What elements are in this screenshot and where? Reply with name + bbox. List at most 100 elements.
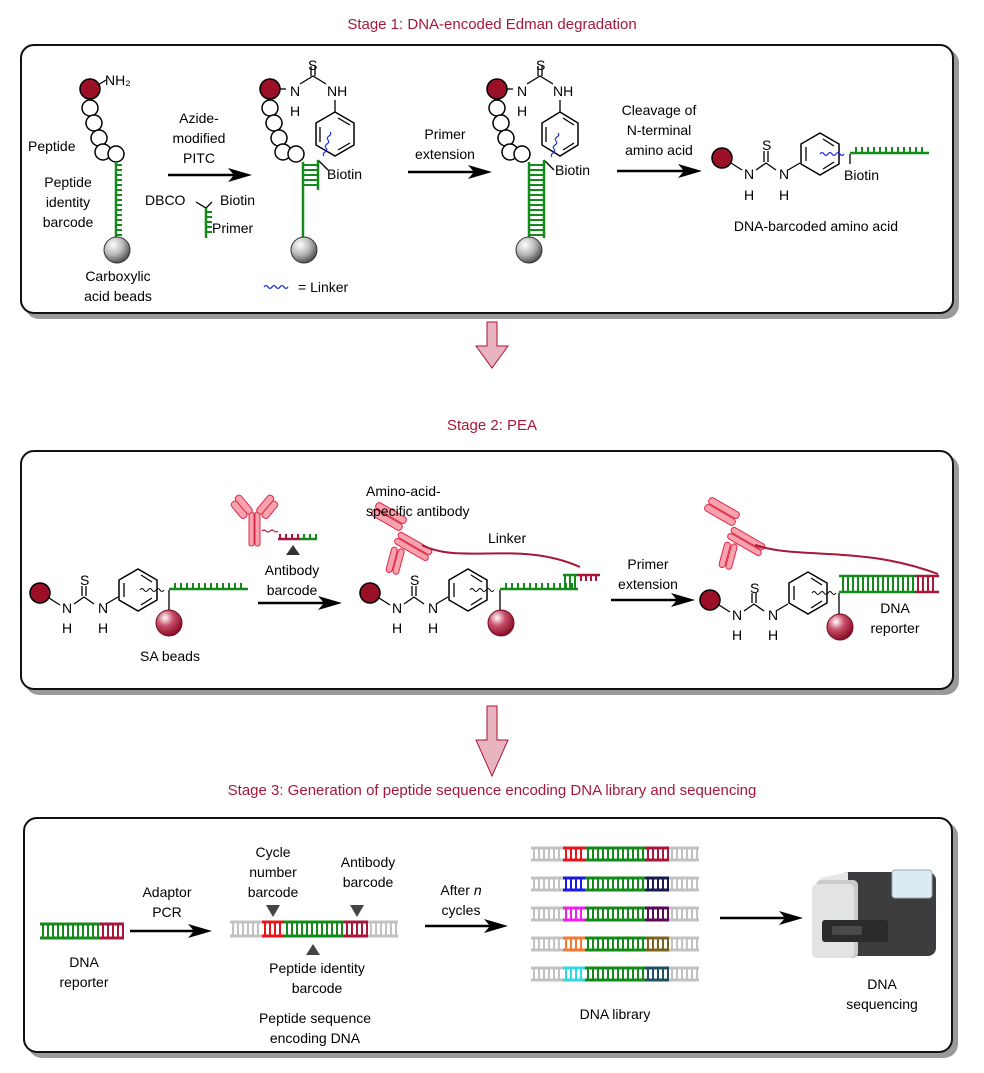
atom-n: N — [768, 607, 779, 623]
library-strand — [531, 876, 699, 892]
atom-n: N — [779, 166, 790, 182]
atom-h: H — [744, 187, 755, 203]
linker-label: Linker — [488, 530, 527, 546]
primer-extension-label-1: Primer extension — [415, 126, 475, 162]
atom-h: H — [392, 620, 403, 636]
atom-h: H — [732, 627, 743, 643]
cycle-number-barcode-label: Cycle number barcode — [247, 844, 299, 900]
peptide-label: Peptide — [28, 138, 76, 154]
atom-s: S — [536, 57, 546, 73]
peptide-identity-marker — [306, 944, 320, 955]
atom-n: N — [517, 83, 528, 99]
dbco-primer — [195, 201, 213, 238]
atom-s: S — [308, 57, 318, 73]
antibody-bound-conjugate — [359, 502, 600, 637]
dna-library — [531, 846, 699, 982]
linker-legend-icon — [263, 284, 289, 290]
library-strand — [531, 966, 699, 982]
after-n-cycles-arrow — [425, 919, 508, 933]
antibody-with-barcode — [230, 494, 317, 555]
atom-h: H — [428, 620, 439, 636]
stage3-box — [23, 817, 953, 1053]
sa-bead — [155, 609, 183, 637]
atom-h: H — [768, 627, 779, 643]
linker-legend-label: = Linker — [298, 279, 349, 295]
antibody-barcode-marker — [286, 545, 300, 555]
reaction-arrow-stage2-1 — [258, 596, 342, 610]
dna-library-label: DNA library — [579, 1006, 651, 1022]
biotin-label-int2: Biotin — [555, 162, 591, 178]
adaptor-pcr-arrow — [130, 924, 212, 938]
atom-n: N — [98, 600, 109, 616]
atom-h: H — [290, 103, 301, 119]
after-n-cycles-label: After n cycles — [440, 882, 482, 918]
dna-reporter-label-stage3: DNA reporter — [59, 954, 109, 990]
atom-n: N — [392, 600, 403, 616]
cleavage-label: Cleavage of N-terminal amino acid — [621, 102, 697, 158]
atom-n: N — [62, 600, 73, 616]
stage2-box — [20, 450, 954, 690]
peptide-identity-barcode-label: Peptide identity barcode — [42, 174, 94, 230]
biotin-label-product: Biotin — [844, 167, 880, 183]
reaction-arrow-1 — [168, 168, 252, 182]
atom-nh: NH — [327, 83, 348, 99]
antibody-barcode-marker — [350, 905, 364, 917]
antibody-barcode-label-stage3: Antibody barcode — [340, 854, 396, 890]
dna-reporter-duplex — [40, 922, 124, 940]
atom-n: N — [290, 83, 301, 99]
linker-wavy — [322, 131, 332, 157]
intermediate-2 — [486, 66, 579, 238]
atom-h: H — [98, 620, 109, 636]
peptide-identity-barcode-label-stage3: Peptide identity barcode — [269, 960, 365, 996]
library-strand — [531, 906, 699, 922]
dna-reporter-label-stage2: DNA reporter — [870, 600, 920, 636]
sa-bead-conjugate-1 — [29, 568, 248, 637]
peptide-chain-1 — [79, 78, 125, 163]
step1-reagent-label: Azide- modified PITC — [172, 110, 226, 166]
peptide-sequence-encoding-dna-label: Peptide sequence encoding DNA — [258, 1010, 372, 1046]
carboxylic-bead-1 — [103, 236, 131, 264]
sequencing-arrow — [720, 911, 803, 925]
adaptor-pcr-label: Adaptor PCR — [142, 884, 192, 920]
dbco-label: DBCO — [145, 192, 186, 208]
biotin-label-reagent: Biotin — [220, 192, 256, 208]
primer-label: Primer — [212, 220, 254, 236]
carboxylic-acid-beads-label: Carboxylic acid beads — [84, 268, 152, 304]
library-strand — [531, 936, 699, 952]
atom-n: N — [428, 600, 439, 616]
atom-s: S — [410, 572, 420, 588]
library-strand — [531, 846, 699, 862]
atom-n: N — [744, 166, 755, 182]
peptide-sequence-encoding-dna — [230, 920, 398, 938]
intermediate-1 — [259, 66, 355, 238]
dna-reporter-conjugate — [699, 497, 939, 641]
primer-extension-label-2: Primer extension — [618, 556, 678, 592]
linker-curve — [421, 544, 581, 568]
reaction-arrow-2 — [408, 165, 492, 179]
atom-s: S — [80, 572, 90, 588]
atom-h: H — [517, 103, 528, 119]
atom-s: S — [750, 580, 760, 596]
reaction-arrow-3 — [617, 164, 702, 178]
cycle-barcode-marker — [266, 905, 280, 917]
dna-sequencer-icon — [812, 869, 936, 958]
atom-h: H — [779, 187, 790, 203]
amino-acid-specific-antibody-label: Amino-acid- specific antibody — [366, 483, 470, 519]
peptide-identity-barcode-strand-1 — [114, 162, 122, 238]
nh2-label: NH₂ — [105, 72, 131, 88]
dna-sequencing-label: DNA sequencing — [846, 976, 918, 1012]
dna-barcoded-amino-acid — [711, 132, 929, 176]
biotin-label-int1: Biotin — [327, 166, 363, 182]
atom-n: N — [732, 607, 743, 623]
atom-h: H — [62, 620, 73, 636]
atom-nh: NH — [553, 83, 574, 99]
flow-arrow-stage2-to-3 — [475, 705, 509, 778]
flow-arrow-stage1-to-2 — [475, 321, 509, 369]
antibody-barcode-label: Antibody barcode — [264, 562, 320, 598]
stage1-title: Stage 1: DNA-encoded Edman degradation — [347, 16, 637, 33]
stage2-title: Stage 2: PEA — [446, 417, 538, 434]
stage3-title: Stage 3: Generation of peptide sequence … — [227, 782, 757, 799]
